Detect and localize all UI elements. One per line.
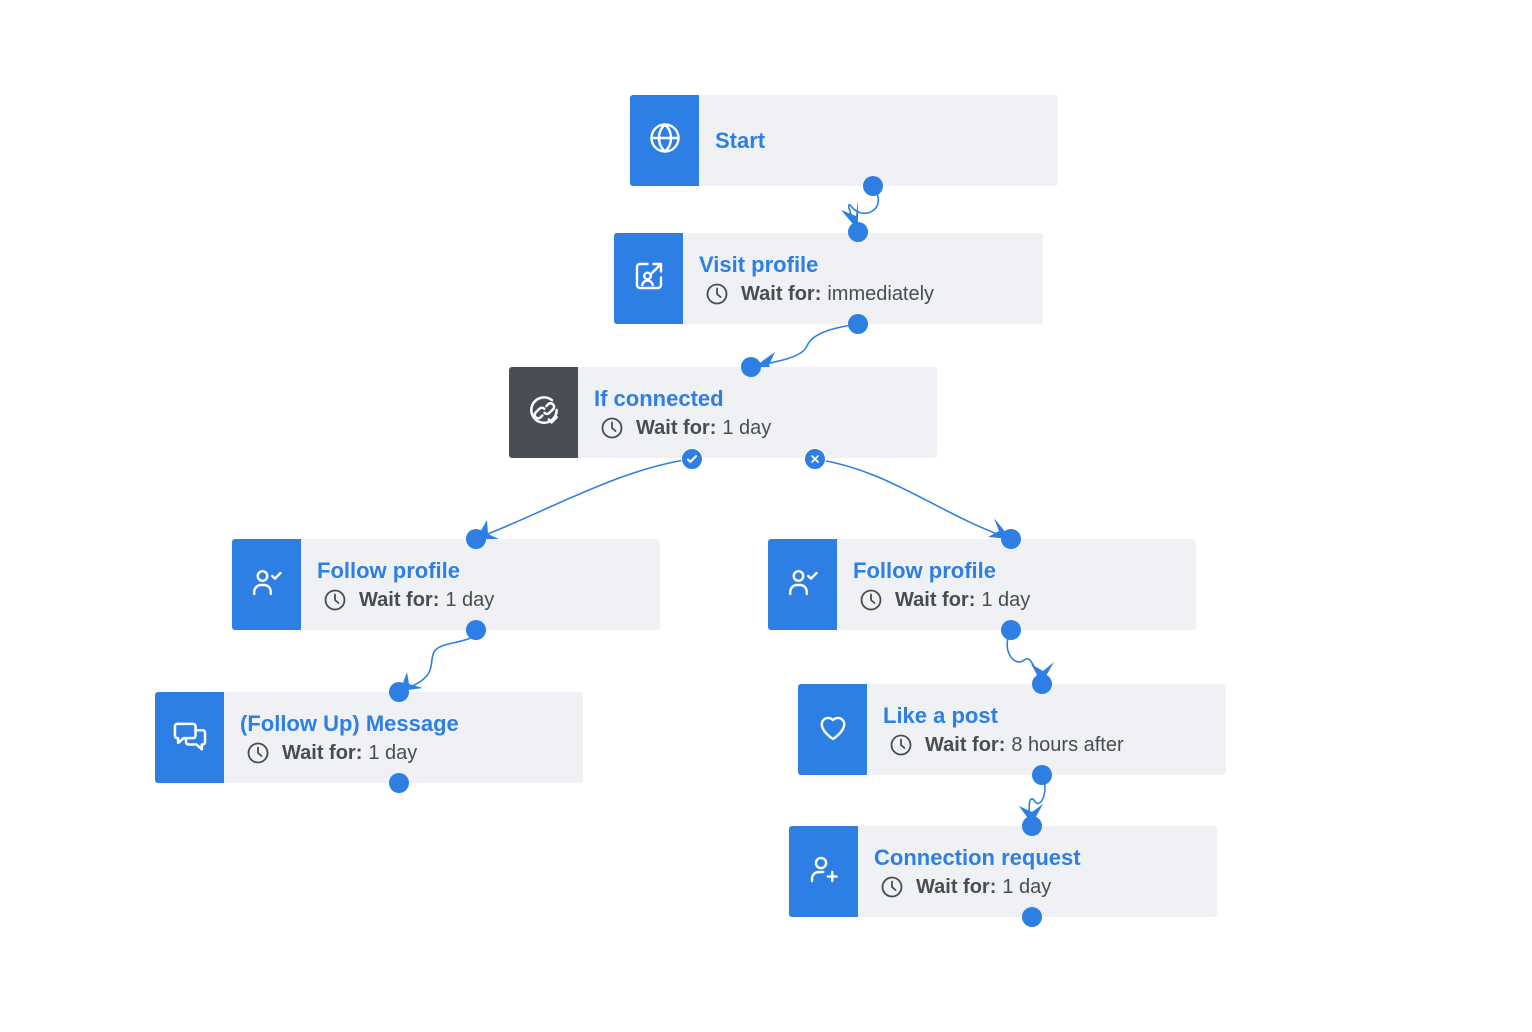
wait-label: Wait for:: [895, 588, 976, 611]
node-title: Start: [715, 127, 766, 153]
node-icon-box: [630, 95, 699, 186]
wait-value: 1 day: [722, 416, 772, 439]
wait-value: 1 day: [1002, 875, 1052, 898]
output-port-connection-request[interactable]: [1022, 907, 1042, 927]
node-title: Follow profile: [853, 558, 996, 583]
node-title: Visit profile: [699, 252, 819, 277]
node-title: Follow profile: [317, 558, 460, 583]
node-wait: Wait for: 1 day: [317, 588, 660, 612]
output-port-visit-profile[interactable]: [848, 314, 868, 334]
user-check-icon: [249, 564, 285, 605]
input-port-visit-profile[interactable]: [848, 222, 868, 242]
user-check-icon: [785, 564, 821, 605]
node-icon-box: [768, 539, 837, 630]
output-port-follow-profile-left[interactable]: [466, 620, 486, 640]
link-check-icon: [525, 391, 563, 434]
clock-icon: [706, 283, 728, 305]
x-icon: [811, 455, 819, 463]
output-port-message[interactable]: [389, 773, 409, 793]
wait-label: Wait for:: [925, 733, 1006, 756]
wait-label: Wait for:: [359, 588, 440, 611]
connector-yes-to-follow-profile-left[interactable]: [474, 458, 693, 540]
node-title: Connection request: [874, 845, 1081, 870]
user-plus-icon: [806, 851, 842, 892]
node-wait: Wait for: 1 day: [853, 588, 1196, 612]
node-body: If connected Wait for: 1 day: [578, 367, 937, 458]
node-follow-up-message[interactable]: (Follow Up) Message Wait for: 1 day: [155, 692, 583, 783]
arrowhead: [1031, 662, 1054, 683]
node-wait: Wait for: 1 day: [594, 416, 937, 440]
output-port-follow-profile-right[interactable]: [1001, 620, 1021, 640]
yes-branch-port[interactable]: [681, 448, 703, 470]
node-icon-box: [614, 233, 683, 324]
wait-label: Wait for:: [741, 282, 822, 305]
node-body: Follow profile Wait for: 1 day: [301, 539, 660, 630]
node-visit-profile[interactable]: Visit profile Wait for: immediately: [614, 233, 1043, 324]
node-body: Connection request Wait for: 1 day: [858, 826, 1217, 917]
node-follow-profile-left[interactable]: Follow profile Wait for: 1 day: [232, 539, 660, 630]
check-icon: [686, 455, 698, 463]
node-body: Visit profile Wait for: immediately: [683, 233, 1043, 324]
node-like-a-post[interactable]: Like a post Wait for: 8 hours after: [798, 684, 1226, 775]
wait-value: immediately: [827, 282, 935, 305]
clock-icon: [601, 417, 623, 439]
wait-label: Wait for:: [636, 416, 717, 439]
wait-value: 1 day: [368, 741, 418, 764]
no-branch-port[interactable]: [804, 448, 826, 470]
input-port-follow-profile-right[interactable]: [1001, 529, 1021, 549]
node-icon-box: [232, 539, 301, 630]
node-wait: Wait for: 1 day: [874, 875, 1217, 899]
node-wait: Wait for: 8 hours after: [883, 733, 1226, 757]
node-body: Follow profile Wait for: 1 day: [837, 539, 1196, 630]
globe-icon: [647, 120, 683, 161]
input-port-message[interactable]: [389, 682, 409, 702]
input-port-follow-profile-left[interactable]: [466, 529, 486, 549]
input-port-if-connected[interactable]: [741, 357, 761, 377]
clock-icon: [324, 589, 346, 611]
node-if-connected[interactable]: If connected Wait for: 1 day: [509, 367, 937, 458]
node-title: Like a post: [883, 703, 998, 728]
node-icon-box: [509, 367, 578, 458]
heart-icon: [815, 709, 851, 750]
connector-follow-left-to-message[interactable]: [398, 629, 477, 692]
wait-label: Wait for:: [282, 741, 363, 764]
input-port-connection-request[interactable]: [1022, 816, 1042, 836]
clock-icon: [860, 589, 882, 611]
node-follow-profile-right[interactable]: Follow profile Wait for: 1 day: [768, 539, 1196, 630]
wait-value: 8 hours after: [1011, 733, 1124, 756]
node-title: If connected: [594, 386, 724, 411]
node-connection-request[interactable]: Connection request Wait for: 1 day: [789, 826, 1217, 917]
clock-icon: [890, 734, 912, 756]
wait-value: 1 day: [981, 588, 1031, 611]
node-body: Start: [699, 95, 1058, 186]
input-port-like-post[interactable]: [1032, 674, 1052, 694]
node-icon-box: [798, 684, 867, 775]
node-wait: Wait for: 1 day: [240, 741, 583, 765]
clock-icon: [881, 876, 903, 898]
message-icon: [171, 716, 209, 759]
node-body: (Follow Up) Message Wait for: 1 day: [224, 692, 583, 783]
arrowhead: [1019, 804, 1043, 824]
connector-visit-profile-to-if-connected[interactable]: [750, 323, 859, 368]
output-port-start[interactable]: [863, 176, 883, 196]
node-icon-box: [155, 692, 224, 783]
wait-value: 1 day: [445, 588, 495, 611]
output-port-like-post[interactable]: [1032, 765, 1052, 785]
node-icon-box: [789, 826, 858, 917]
node-body: Like a post Wait for: 8 hours after: [867, 684, 1226, 775]
connector-no-to-follow-profile-right[interactable]: [814, 458, 1012, 540]
node-start[interactable]: Start: [630, 95, 1058, 186]
visit-profile-icon: [631, 258, 667, 299]
clock-icon: [247, 742, 269, 764]
wait-label: Wait for:: [916, 875, 997, 898]
node-title: (Follow Up) Message: [240, 711, 459, 736]
node-wait: Wait for: immediately: [699, 282, 1043, 306]
